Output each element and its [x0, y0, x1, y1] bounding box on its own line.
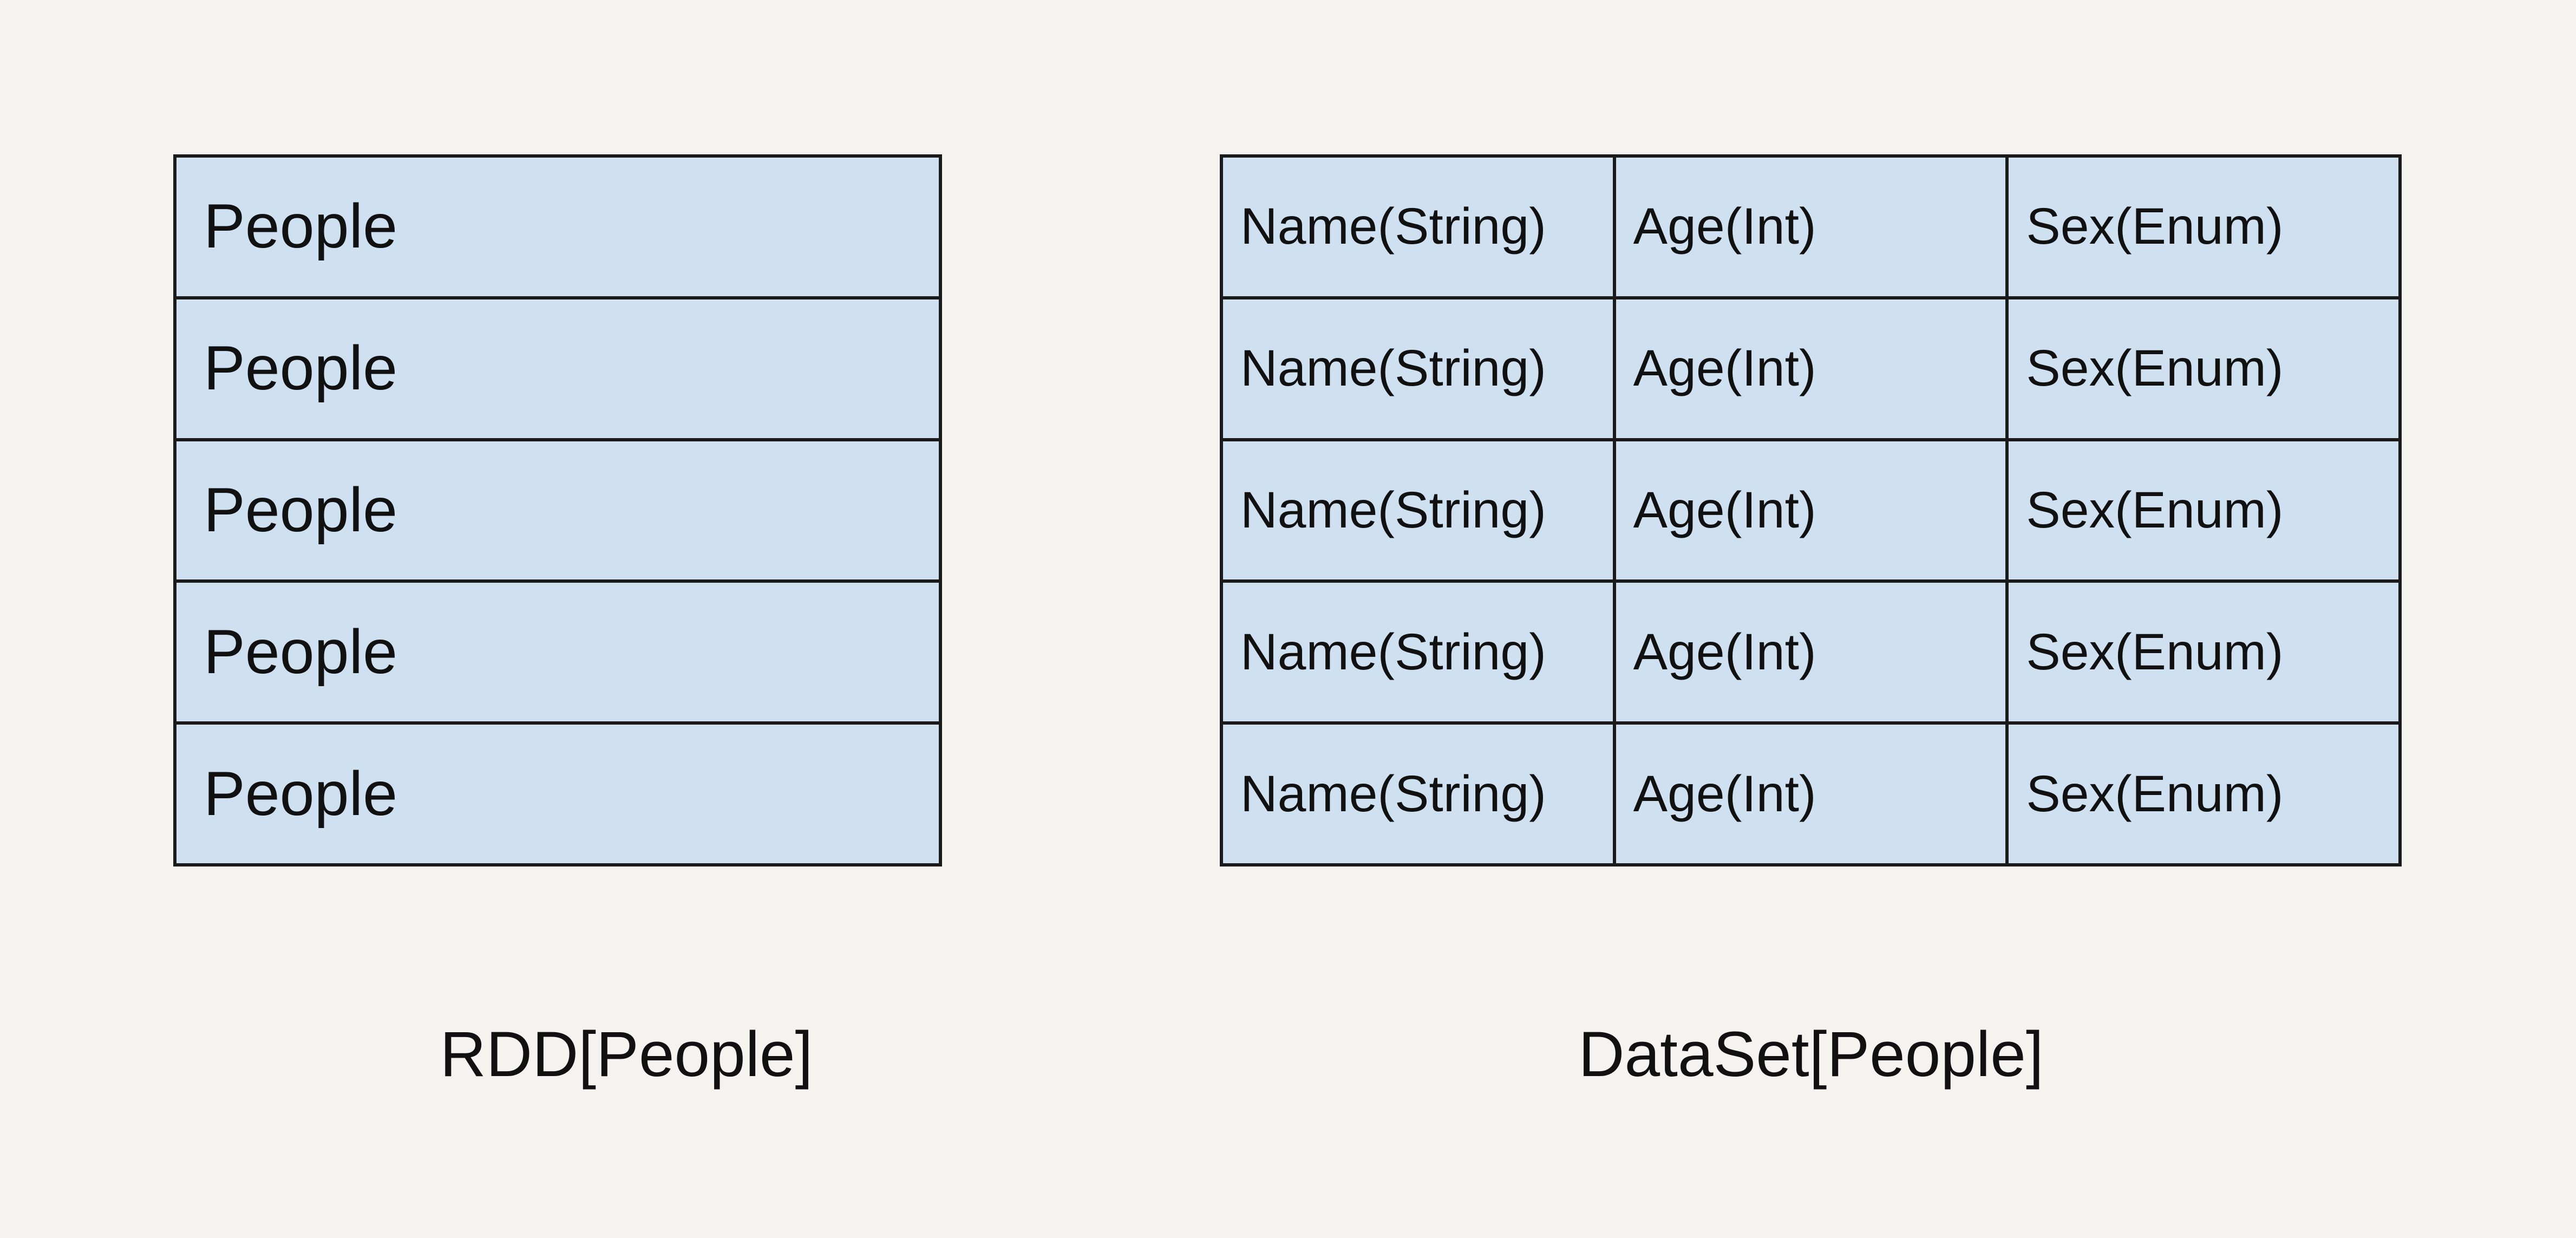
- dataset-cell-name: Name(String): [1223, 725, 1616, 863]
- rdd-row: People: [176, 725, 939, 863]
- rdd-row-label: People: [204, 759, 398, 829]
- dataset-cell-sex: Sex(Enum): [2009, 158, 2399, 296]
- dataset-row: Name(String) Age(Int) Sex(Enum): [1223, 158, 2399, 299]
- rdd-stack: People People People People People: [173, 154, 942, 866]
- dataset-cell-sex: Sex(Enum): [2009, 583, 2399, 722]
- rdd-caption: RDD[People]: [440, 1019, 813, 1090]
- dataset-cell-label: Sex(Enum): [2026, 481, 2284, 539]
- dataset-cell-age: Age(Int): [1616, 158, 2009, 296]
- dataset-cell-label: Name(String): [1240, 765, 1546, 823]
- dataset-cell-label: Sex(Enum): [2026, 765, 2284, 823]
- dataset-cell-label: Sex(Enum): [2026, 623, 2284, 681]
- dataset-cell-label: Name(String): [1240, 198, 1546, 256]
- dataset-cell-name: Name(String): [1223, 441, 1616, 580]
- dataset-cell-age: Age(Int): [1616, 583, 2009, 722]
- dataset-cell-label: Sex(Enum): [2026, 198, 2284, 256]
- dataset-cell-age: Age(Int): [1616, 441, 2009, 580]
- rdd-row-label: People: [204, 192, 398, 262]
- rdd-row-label: People: [204, 475, 398, 545]
- dataset-cell-name: Name(String): [1223, 299, 1616, 438]
- dataset-cell-name: Name(String): [1223, 158, 1616, 296]
- dataset-cell-label: Age(Int): [1633, 340, 1816, 398]
- rdd-row: People: [176, 583, 939, 725]
- rdd-row: People: [176, 299, 939, 441]
- rdd-row-label: People: [204, 334, 398, 403]
- dataset-caption: DataSet[People]: [1578, 1019, 2044, 1090]
- dataset-cell-sex: Sex(Enum): [2009, 725, 2399, 863]
- dataset-row: Name(String) Age(Int) Sex(Enum): [1223, 583, 2399, 725]
- dataset-row: Name(String) Age(Int) Sex(Enum): [1223, 441, 2399, 583]
- dataset-cell-label: Age(Int): [1633, 765, 1816, 823]
- rdd-row: People: [176, 441, 939, 583]
- dataset-cell-name: Name(String): [1223, 583, 1616, 722]
- dataset-cell-label: Age(Int): [1633, 198, 1816, 256]
- dataset-row: Name(String) Age(Int) Sex(Enum): [1223, 299, 2399, 441]
- dataset-row: Name(String) Age(Int) Sex(Enum): [1223, 725, 2399, 863]
- rdd-row-label: People: [204, 617, 398, 687]
- dataset-cell-label: Name(String): [1240, 340, 1546, 398]
- dataset-cell-label: Name(String): [1240, 623, 1546, 681]
- dataset-cell-sex: Sex(Enum): [2009, 441, 2399, 580]
- rdd-row: People: [176, 158, 939, 299]
- dataset-table: Name(String) Age(Int) Sex(Enum) Name(Str…: [1220, 154, 2402, 866]
- dataset-cell-label: Name(String): [1240, 481, 1546, 539]
- dataset-cell-sex: Sex(Enum): [2009, 299, 2399, 438]
- dataset-cell-age: Age(Int): [1616, 725, 2009, 863]
- dataset-cell-label: Age(Int): [1633, 481, 1816, 539]
- dataset-cell-label: Age(Int): [1633, 623, 1816, 681]
- dataset-cell-label: Sex(Enum): [2026, 340, 2284, 398]
- dataset-cell-age: Age(Int): [1616, 299, 2009, 438]
